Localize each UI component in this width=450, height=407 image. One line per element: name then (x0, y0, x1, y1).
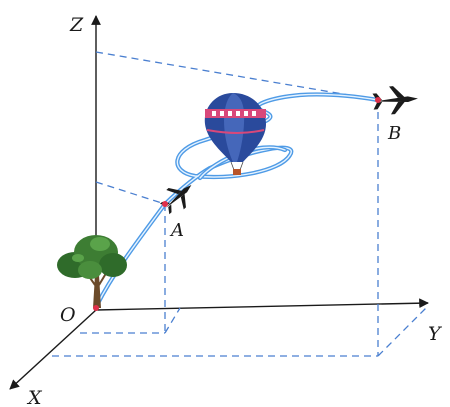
point-b-projection-lines (52, 51, 429, 357)
point-b-label: B (387, 123, 401, 144)
x-axis (9, 309, 97, 390)
x-axis-label: X (26, 387, 43, 407)
point-a-marker (162, 201, 168, 207)
z-axis-label: Z (69, 14, 84, 36)
point-a-projection-lines (80, 181, 181, 334)
y-axis-label: Y (428, 323, 443, 345)
point-b-marker (375, 97, 381, 103)
tree-icon (57, 235, 127, 308)
jet-plane-icon (372, 86, 418, 115)
origin-label: O (60, 304, 76, 326)
hot-air-balloon-icon (204, 93, 266, 175)
origin-marker (93, 305, 99, 311)
point-a-label: A (169, 220, 184, 241)
y-axis (95, 298, 429, 311)
